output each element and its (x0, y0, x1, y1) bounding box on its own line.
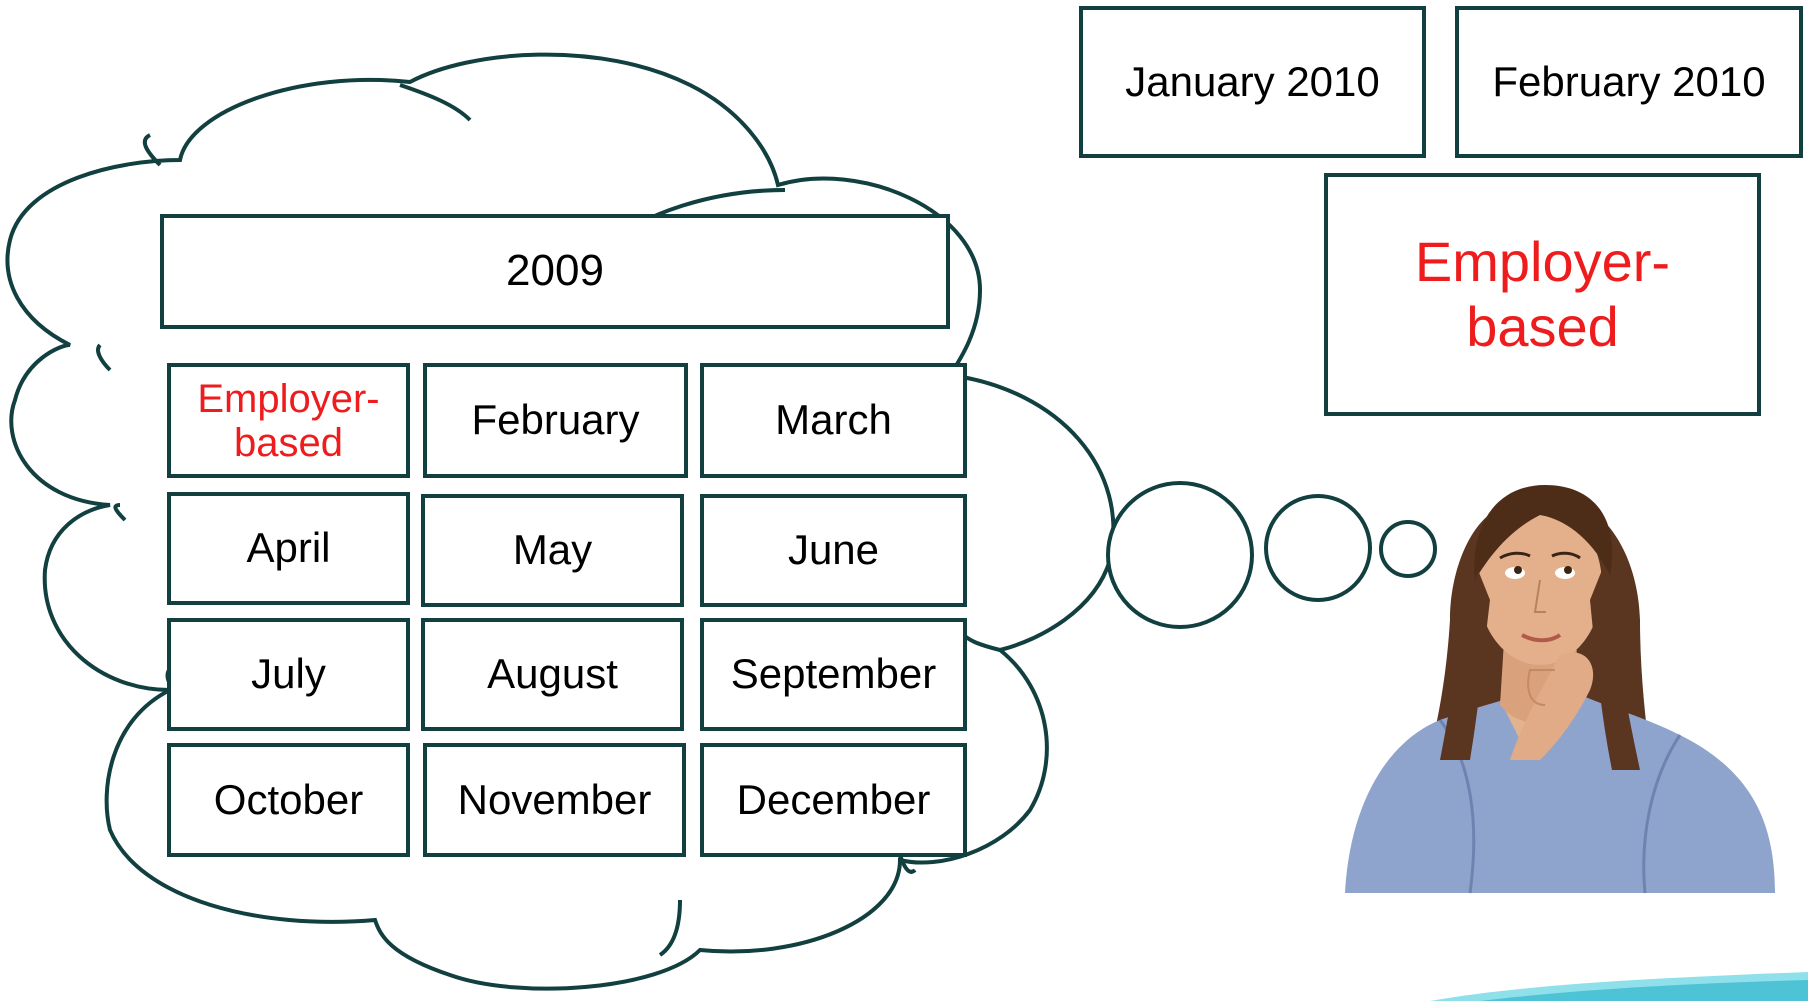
month-cell-8: August (421, 618, 684, 731)
month-cell-10: October (167, 743, 410, 857)
february-2010-label: February 2010 (1492, 57, 1766, 105)
month-cell-3: March (700, 363, 967, 478)
month-cell-6-label: June (787, 526, 880, 574)
thought-bubble-large (1106, 481, 1254, 629)
january-2010-box: January 2010 (1079, 6, 1426, 158)
month-cell-9: September (700, 618, 967, 731)
thought-bubble-medium (1264, 494, 1372, 602)
month-cell-5: May (421, 494, 684, 607)
month-cell-1: Employer- based (167, 363, 410, 478)
month-cell-5-label: May (512, 526, 593, 574)
employer-based-2010-label: Employer- based (1414, 230, 1671, 358)
month-cell-10-label: October (213, 775, 364, 823)
january-2010-label: January 2010 (1125, 57, 1380, 105)
employer-based-2010-box: Employer- based (1324, 173, 1761, 416)
month-cell-9-label: September (730, 650, 937, 698)
month-cell-11-label: November (457, 775, 652, 823)
month-cell-4-label: April (246, 524, 331, 572)
month-cell-12-label: December (736, 775, 931, 823)
month-cell-8-label: August (487, 650, 618, 698)
february-2010-box: February 2010 (1455, 6, 1803, 158)
year-2009-box: 2009 (160, 214, 950, 329)
month-cell-4: April (167, 492, 410, 605)
year-2009-label: 2009 (506, 246, 604, 296)
month-cell-11: November (423, 743, 686, 857)
month-cell-1-label: Employer- based (197, 376, 380, 465)
month-cell-7-label: July (251, 650, 326, 698)
month-cell-12: December (700, 743, 967, 857)
thought-bubble-small (1379, 520, 1437, 578)
month-cell-7: July (167, 618, 410, 731)
month-cell-3-label: March (775, 396, 892, 444)
month-cell-2: February (423, 363, 688, 478)
month-cell-6: June (700, 494, 967, 607)
month-cell-2-label: February (471, 396, 640, 444)
